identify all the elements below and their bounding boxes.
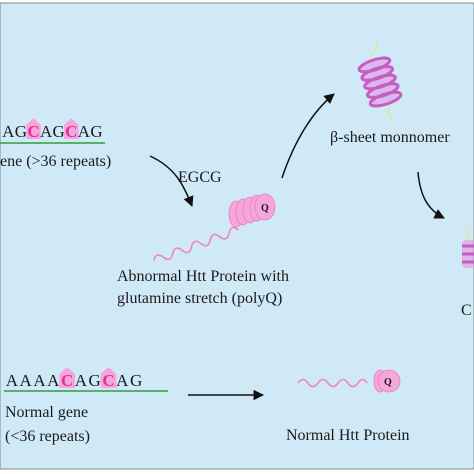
abnormal-protein: Q: [153, 193, 276, 261]
mutant-gene-label: ene (>36 repeats): [0, 153, 111, 170]
normal-q-label: Q: [384, 377, 392, 388]
abnormal-protein-tail: [153, 226, 239, 261]
abnormal-protein-label-line2: glutamine stretch (polyQ): [117, 290, 282, 307]
sequence-letter: C: [27, 122, 39, 141]
beta-sheet-label: β-sheet monnomer: [330, 129, 450, 146]
normal-gene-label-line1: Normal gene: [5, 404, 88, 421]
sequence-letter: A: [47, 371, 60, 390]
normal-protein-label: Normal Htt Protein: [286, 427, 410, 444]
helix-turns: [357, 56, 403, 108]
partial-helix-right: [462, 227, 474, 268]
sequence-letter: A: [78, 122, 91, 141]
sequence-letter: A: [20, 371, 33, 390]
monomer-tail-top: [370, 41, 378, 63]
sequence-letter: A: [33, 371, 46, 390]
abnormal-q-label: Q: [261, 203, 269, 214]
normal-protein: Q: [297, 369, 401, 393]
sequence-letter: G: [15, 122, 27, 141]
sequence-letter: G: [89, 371, 101, 390]
polyq-coil: [228, 193, 276, 228]
egcg-label: EGCG: [178, 169, 222, 186]
sequence-letter: C: [61, 371, 73, 390]
sequence-letter: A: [116, 371, 129, 390]
sequence-letter: G: [130, 371, 142, 390]
partial-right-label: C: [461, 302, 472, 319]
sequence-letter: A: [2, 122, 15, 141]
beta-sheet-monomer: [357, 41, 403, 121]
normal-protein-tail: [297, 378, 368, 388]
repeat-highlight-marker: [59, 367, 75, 388]
repeat-highlight-marker: [26, 118, 41, 139]
sequence-letter: G: [90, 122, 102, 141]
aggregation-arrow: [417, 171, 445, 219]
normal-gene-label-line2: (<36 repeats): [5, 428, 90, 445]
sequence-letter: A: [6, 371, 19, 390]
abnormal-protein-label-line1: Abnormal Htt Protein with: [117, 268, 289, 285]
beta-sheet-arrow: [281, 93, 335, 179]
repeat-highlight-marker: [100, 367, 117, 388]
sequence-letter: C: [65, 122, 77, 141]
egcg-arrow: [149, 155, 194, 207]
sequence-letter: A: [75, 371, 88, 390]
sequence-letter: A: [40, 122, 53, 141]
sequence-letter: C: [102, 371, 114, 390]
sequence-letter: G: [53, 122, 65, 141]
repeat-highlight-marker: [64, 118, 79, 139]
